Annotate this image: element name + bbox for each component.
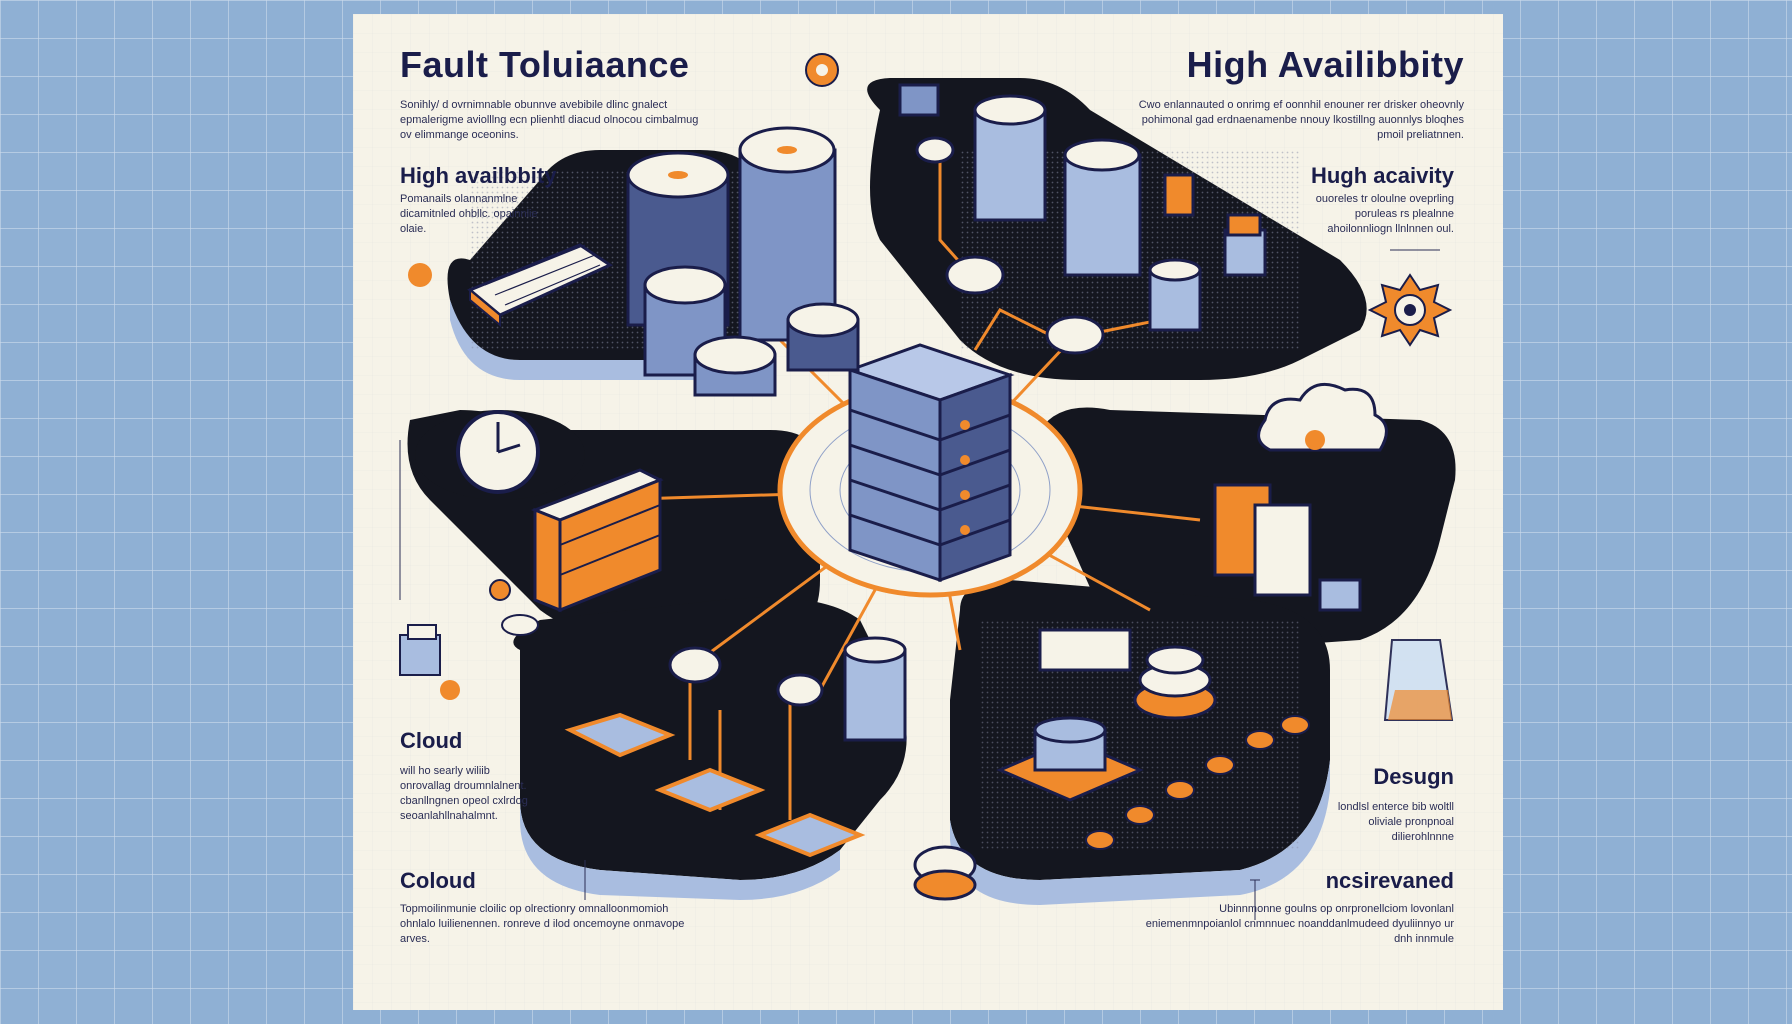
paragraph-top-left: Sonihly/ d ovrnimnable obunnve avebibile… bbox=[400, 99, 699, 141]
paragraph-left-3: Topmoilinmunie cloilic op olrectionry om… bbox=[400, 903, 685, 945]
central-hub bbox=[777, 343, 1083, 598]
heading-top-right: High Availibbity bbox=[1186, 44, 1464, 85]
paragraph-left-1: Pomanails olannanmlne dicamitnled ohbllc… bbox=[400, 193, 538, 235]
clock-icon bbox=[415, 410, 585, 500]
storage-cylinders-right bbox=[898, 83, 1267, 332]
server-rack-orange bbox=[489, 468, 664, 636]
server-rack-icon bbox=[845, 343, 1015, 583]
label-right-1: Hugh acaivity bbox=[1310, 163, 1454, 188]
label-right-2: Desugn bbox=[1373, 764, 1454, 789]
database-cylinder-icon bbox=[626, 126, 860, 397]
platform-lower-left bbox=[513, 597, 907, 880]
stacked-database-icon bbox=[996, 645, 1310, 850]
label-left-1: High availbbity bbox=[400, 163, 557, 188]
network-node-icon bbox=[668, 136, 1105, 742]
sun-gear-icon bbox=[1367, 273, 1453, 347]
paragraph-left-2: will ho searly wiliib onrovallag droumnl… bbox=[400, 765, 528, 822]
server-rack-right bbox=[1038, 483, 1362, 672]
label-left-2: Cloud bbox=[400, 728, 463, 753]
storage-box-icon bbox=[399, 624, 441, 676]
guide-lines bbox=[399, 249, 1440, 920]
keyboard-icon bbox=[467, 243, 614, 328]
paragraph-right-1: ouoreles tr oloulne oveprling poruleas r… bbox=[1315, 193, 1454, 235]
paragraph-right-2: londlsl enterce bib woltll oliviale pron… bbox=[1337, 801, 1454, 843]
orange-badge-icon bbox=[805, 53, 839, 87]
heading-top-left: Fault Toluiaance bbox=[400, 44, 690, 85]
paragraph-top-right: Cwo enlannauted o onrimg ef oonnhil enou… bbox=[1138, 99, 1464, 141]
label-left-3: Coloud bbox=[400, 868, 476, 893]
glass-container-icon bbox=[1383, 639, 1454, 721]
orange-target-icon bbox=[408, 263, 460, 700]
label-right-3: ncsirevaned bbox=[1325, 868, 1454, 893]
network-trays bbox=[564, 712, 977, 901]
cloud-icon bbox=[1257, 382, 1388, 452]
paragraph-right-3: Ubinnmonne goulns op onrpronellciom lovo… bbox=[1145, 903, 1454, 945]
